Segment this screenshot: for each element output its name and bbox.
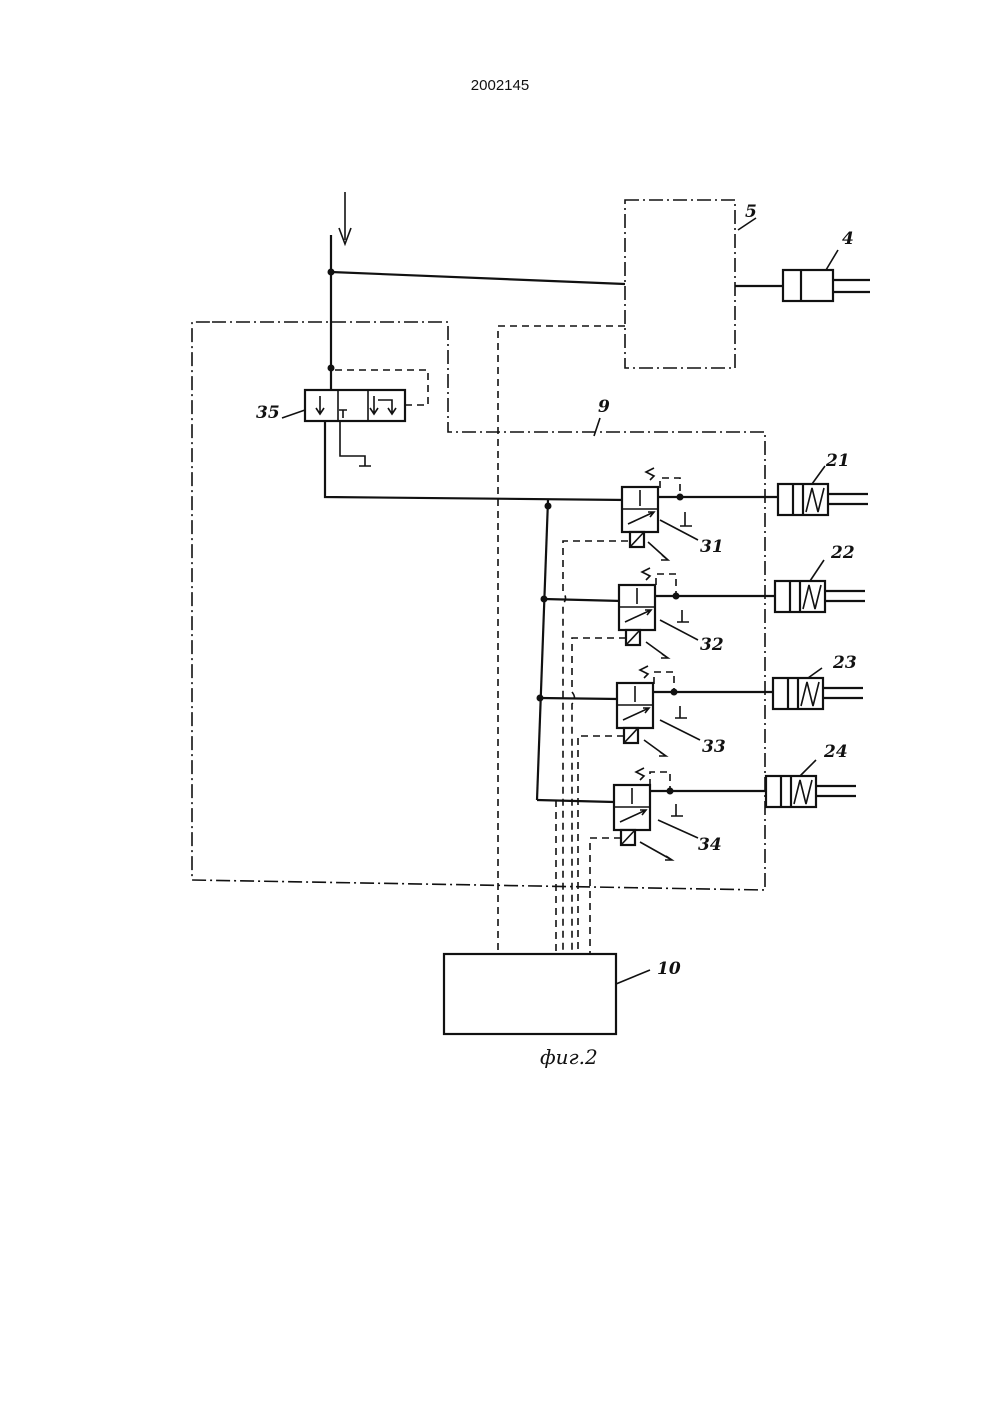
valve-34: [614, 768, 766, 860]
cylinder-23: [773, 668, 863, 709]
label-34: 34: [698, 835, 722, 855]
cylinder-21: [778, 466, 868, 515]
label-9: 9: [598, 397, 610, 417]
leader-9: [594, 418, 600, 436]
label-10: 10: [657, 959, 681, 979]
label-21: 21: [825, 451, 850, 471]
label-35: 35: [256, 403, 280, 423]
label-4: 4: [842, 229, 854, 249]
cylinder-4: [783, 250, 870, 301]
valve-33: [617, 666, 773, 756]
cylinder-22: [775, 560, 865, 612]
manifold: [537, 500, 623, 802]
valve-32: [619, 568, 775, 658]
supply-arrow: [339, 192, 351, 244]
supply-line-35: [325, 421, 627, 500]
label-31: 31: [700, 537, 724, 557]
control-line-block5: [498, 326, 625, 950]
label-24: 24: [823, 742, 848, 762]
block-5: [625, 200, 783, 368]
figure-caption: фиг.2: [540, 1045, 598, 1069]
main-pressure-line: [328, 235, 626, 390]
valve-35: [282, 390, 405, 466]
cylinder-24: [766, 760, 856, 807]
label-32: 32: [700, 635, 724, 655]
label-33: 33: [702, 737, 726, 757]
controller-10: [444, 954, 650, 1034]
signal-lines: [556, 541, 628, 955]
label-23: 23: [832, 653, 857, 673]
label-5: 5: [745, 202, 757, 222]
label-22: 22: [830, 543, 855, 563]
